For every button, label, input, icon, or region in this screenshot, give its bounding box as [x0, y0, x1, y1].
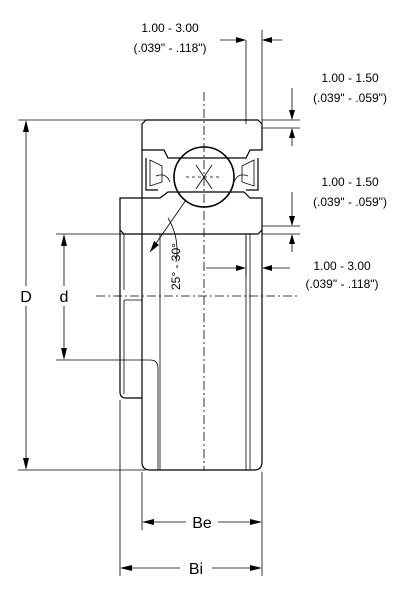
- top-width-in: (.039" - .118"): [134, 41, 207, 55]
- outer-ring-section: [141, 119, 263, 159]
- dimension-Be-label: Be: [192, 515, 212, 532]
- inner-chamfer-in: (.039" - .059"): [313, 195, 387, 209]
- outer-chamfer-mm: 1.00 - 1.50: [321, 71, 379, 85]
- inner-chamfer-mm: 1.00 - 1.50: [321, 175, 379, 189]
- dimension-Be: Be: [141, 472, 263, 532]
- contact-angle-label: 25° - 30°: [169, 243, 183, 290]
- dimension-Bi: Bi: [119, 400, 263, 578]
- bearing-body-outline: [96, 92, 300, 471]
- offset-in: (.039" - .118"): [306, 277, 379, 291]
- outer-chamfer-callout: 1.00 - 1.50 (.039" - .059"): [262, 71, 387, 146]
- top-width-mm: 1.00 - 3.00: [141, 21, 199, 35]
- dimension-d: d: [56, 233, 124, 361]
- contact-angle: 25° - 30°: [149, 199, 187, 290]
- dimension-D-label: D: [20, 289, 32, 306]
- dimension-d-label: d: [60, 289, 69, 306]
- dimension-Bi-label: Bi: [189, 561, 203, 578]
- inner-ring-section: [119, 191, 263, 235]
- inner-chamfer-callout: 1.00 - 1.50 (.039" - .059"): [262, 175, 387, 252]
- outer-chamfer-in: (.039" - .059"): [313, 91, 387, 105]
- top-width-callout: 1.00 - 3.00 (.039" - .118"): [134, 21, 282, 124]
- offset-mm: 1.00 - 3.00: [313, 259, 371, 273]
- offset-callout: 1.00 - 3.00 (.039" - .118"): [206, 236, 379, 291]
- right-seal: [233, 158, 259, 191]
- left-seal: [145, 158, 171, 191]
- dimension-D: D: [18, 119, 146, 471]
